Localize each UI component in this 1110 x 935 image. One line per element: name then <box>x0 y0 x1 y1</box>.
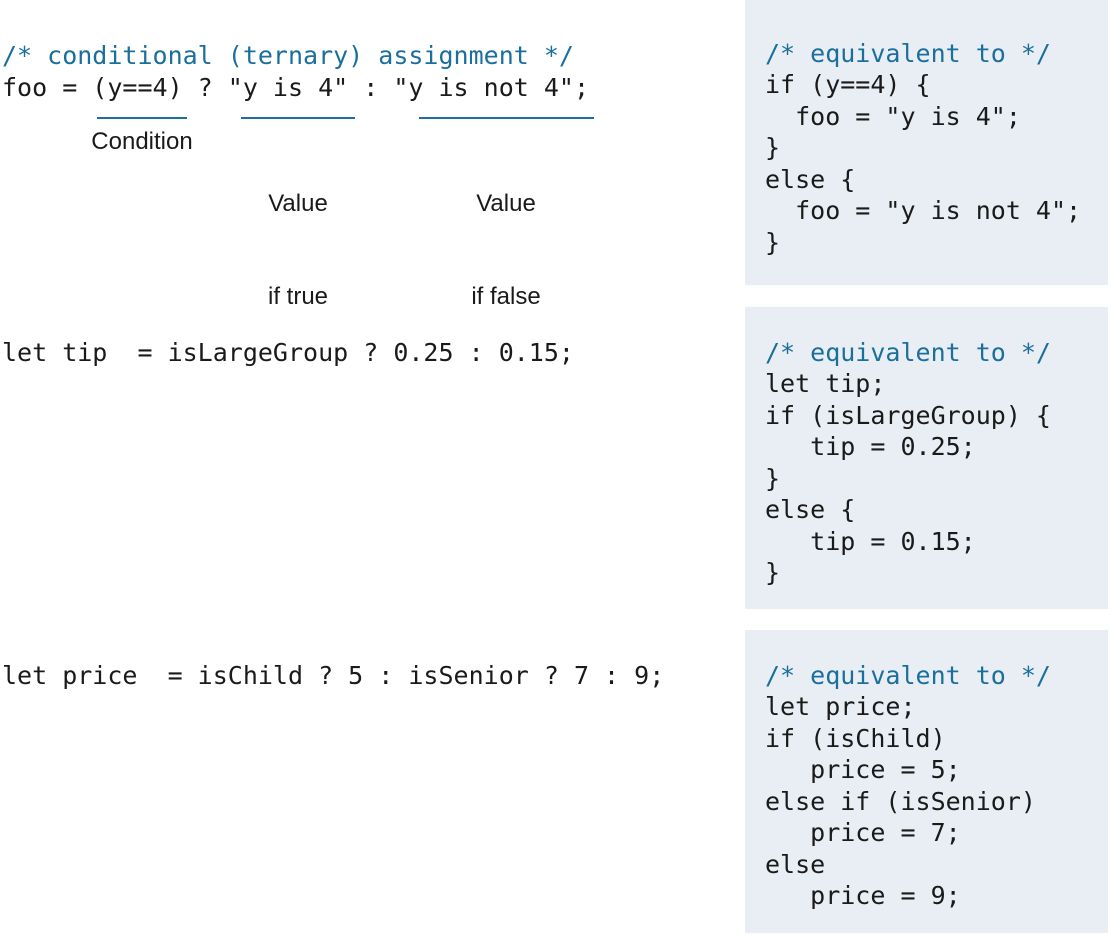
tip-code-line: let tip = isLargeGroup ? 0.25 : 0.15; <box>2 338 574 367</box>
equivalent-code-2: let tip; if (isLargeGroup) { tip = 0.25;… <box>765 369 1051 587</box>
value-false-label: Value if false <box>436 126 576 343</box>
equivalent-comment-1: /* equivalent to */ <box>765 39 1051 68</box>
equivalent-panel-3: /* equivalent to */ let price; if (isChi… <box>745 630 1108 933</box>
value-false-label-line1: Value <box>476 190 536 217</box>
value-false-label-line2: if false <box>471 283 541 310</box>
equivalent-panel-1: /* equivalent to */ if (y==4) { foo = "y… <box>745 0 1108 285</box>
equivalent-comment-2: /* equivalent to */ <box>765 338 1051 367</box>
equivalent-code-1: if (y==4) { foo = "y is 4"; } else { foo… <box>765 70 1082 257</box>
value-true-underline <box>241 117 355 119</box>
ternary-comment: /* conditional (ternary) assignment */ <box>2 41 574 70</box>
ternary-code-line: foo = (y==4) ? "y is 4" : "y is not 4"; <box>2 73 589 102</box>
condition-underline <box>97 117 187 119</box>
condition-label: Condition <box>91 128 193 155</box>
value-true-label-line1: Value <box>268 190 328 217</box>
value-false-underline <box>419 117 594 119</box>
equivalent-panel-2: /* equivalent to */ let tip; if (isLarge… <box>745 307 1108 609</box>
equivalent-comment-3: /* equivalent to */ <box>765 661 1051 690</box>
value-true-label: Value if true <box>228 126 368 343</box>
equivalent-code-3: let price; if (isChild) price = 5; else … <box>765 692 1036 910</box>
price-code-line: let price = isChild ? 5 : isSenior ? 7 :… <box>2 661 665 690</box>
value-true-label-line2: if true <box>267 283 329 310</box>
